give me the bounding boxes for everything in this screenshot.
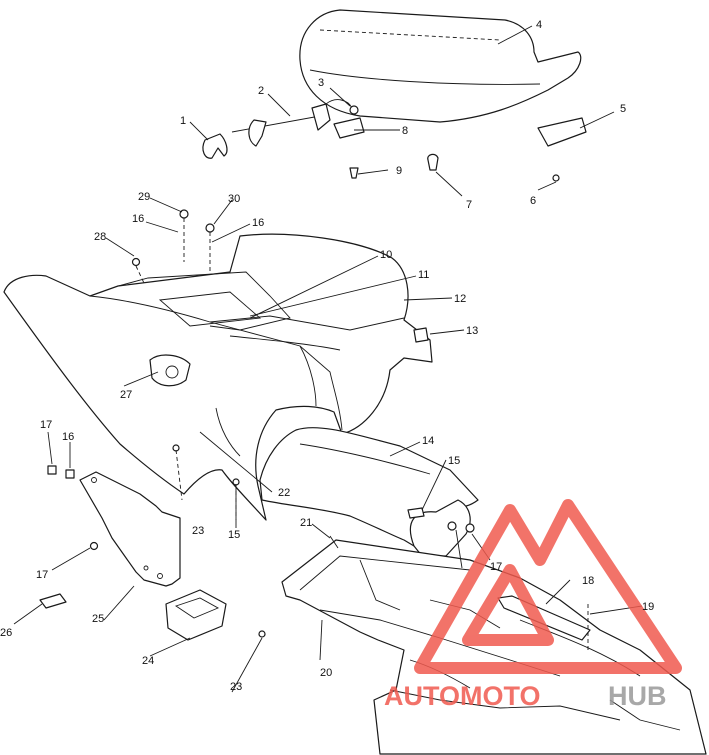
- watermark-brand-primary: AUTOMOTO: [384, 681, 541, 711]
- inner-fender-panel: [259, 427, 479, 557]
- seat: [299, 9, 582, 123]
- callout-14: 14: [422, 435, 434, 447]
- callout-25: 25: [92, 613, 104, 625]
- callout-30: 30: [228, 193, 240, 205]
- callout-17-lower: 17: [36, 569, 48, 581]
- rear-fender: [3, 233, 433, 521]
- callout-21: 21: [300, 517, 312, 529]
- callout-6: 6: [530, 195, 536, 207]
- mud-flap: [79, 471, 181, 587]
- callout-23-lower: 23: [230, 681, 242, 693]
- inner-fender-fasteners: [172, 444, 475, 533]
- callout-3: 3: [318, 77, 324, 89]
- callout-9: 9: [396, 165, 402, 177]
- watermark-triangle-logo: [414, 499, 682, 674]
- bracket-24: [165, 589, 266, 641]
- callout-15-right: 15: [448, 455, 460, 467]
- callout-19: 19: [642, 601, 654, 613]
- callout-2: 2: [258, 85, 264, 97]
- watermark: AUTOMOTO HUB: [384, 499, 682, 711]
- callout-4: 4: [536, 19, 542, 31]
- callout-22: 22: [278, 487, 290, 499]
- callout-28: 28: [94, 231, 106, 243]
- clip-26: [39, 593, 67, 609]
- callout-17-right: 17: [490, 561, 502, 573]
- callout-11: 11: [418, 269, 429, 281]
- callout-5: 5: [620, 103, 626, 115]
- callout-18: 18: [582, 575, 594, 587]
- callout-7: 7: [466, 199, 472, 211]
- callout-16-top-right: 16: [252, 217, 264, 229]
- callout-10: 10: [380, 249, 392, 261]
- callout-1: 1: [180, 115, 186, 127]
- callout-17-left: 17: [40, 419, 52, 431]
- callout-29: 29: [138, 191, 150, 203]
- leader-lines: [13, 25, 643, 693]
- callout-13: 13: [466, 325, 478, 337]
- callout-24: 24: [142, 655, 154, 667]
- callouts: 1 2 3 4 5 6 7 8 9 10 11 12 13 14 15 15 1…: [0, 19, 654, 693]
- callout-20: 20: [320, 667, 332, 679]
- callout-27: 27: [120, 389, 132, 401]
- callout-16-left: 16: [62, 431, 74, 443]
- bracket-18: [497, 595, 591, 650]
- flap-fasteners: [47, 465, 99, 551]
- callout-15-left: 15: [228, 529, 240, 541]
- callout-23-upper: 23: [192, 525, 204, 537]
- seat-latch-assembly: [202, 99, 365, 159]
- callout-16-top: 16: [132, 213, 144, 225]
- watermark-brand-secondary: HUB: [608, 681, 667, 711]
- callout-12: 12: [454, 293, 466, 305]
- callout-8: 8: [402, 125, 408, 137]
- seat-fasteners: [349, 117, 587, 182]
- callout-26: 26: [0, 627, 12, 639]
